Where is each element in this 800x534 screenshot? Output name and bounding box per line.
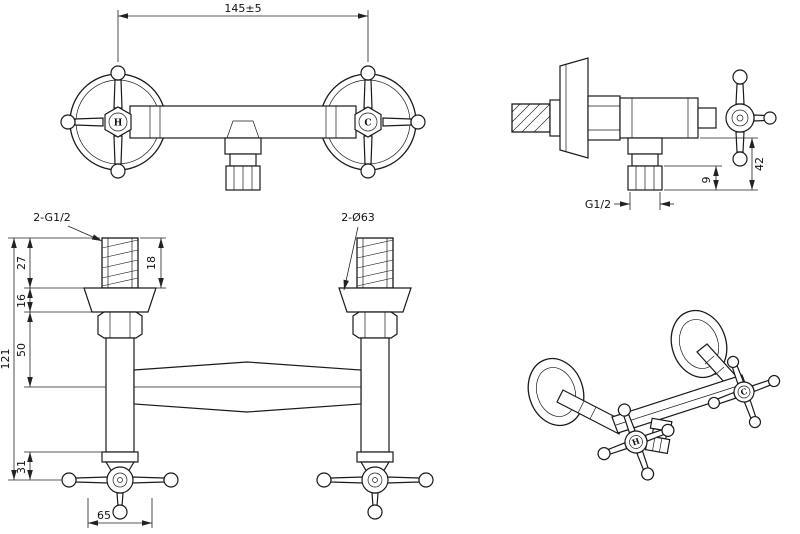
hot-letter-iso: H xyxy=(631,435,642,447)
dimension-42: 42 xyxy=(664,137,766,191)
hot-letter-front: H xyxy=(114,119,123,129)
plan-view: 2-G1/2 2-Ø63 18 27 16 50 121 31 65 xyxy=(0,211,434,528)
hot-handle-front: H xyxy=(60,65,132,179)
dimension-g12-outlet: G1/2 xyxy=(585,192,674,211)
dim-27: 27 xyxy=(15,256,28,270)
hex-nut-right-plan xyxy=(352,311,398,339)
dimension-span-145: 145±5 xyxy=(117,2,369,62)
dim-18: 18 xyxy=(145,256,158,270)
dim-65: 65 xyxy=(97,509,111,522)
cold-letter-iso: C xyxy=(739,386,748,398)
hex-nut-left-plan xyxy=(97,311,143,339)
mixer-body-front xyxy=(129,105,357,139)
side-view: 42 9 G1/2 xyxy=(511,57,777,211)
flange-right-plan xyxy=(338,287,412,313)
inlet-pipe-left xyxy=(101,237,139,289)
iso-hot-handle: H xyxy=(597,403,675,481)
label-g12-outlet: G1/2 xyxy=(585,198,611,211)
escutcheon-plate-side xyxy=(559,57,589,159)
iso-flange-right xyxy=(670,309,728,379)
handle-plan-left xyxy=(61,451,179,520)
dim-50: 50 xyxy=(15,343,28,357)
dim-42: 42 xyxy=(753,157,766,171)
label-2g12: 2-G1/2 xyxy=(33,211,71,224)
cold-handle-front: C xyxy=(354,65,426,179)
outlet-spout-side xyxy=(627,137,663,191)
flange-left-plan xyxy=(83,287,157,313)
valve-body-side xyxy=(587,95,717,141)
handle-plan-right xyxy=(316,451,434,520)
bridge-body-plan xyxy=(133,361,362,413)
dim-121: 121 xyxy=(0,349,12,370)
label-2d63: 2-Ø63 xyxy=(341,211,375,224)
body-tube-left-plan xyxy=(105,337,135,453)
isometric-view: H C xyxy=(527,309,781,481)
iso-cold-handle: C xyxy=(707,355,781,429)
cold-letter-front: C xyxy=(364,119,371,129)
dimension-9: 9 xyxy=(664,165,722,190)
dim-16: 16 xyxy=(15,294,28,308)
front-view: H C 145±5 xyxy=(60,2,426,191)
body-tube-right-plan xyxy=(360,337,390,453)
plan-dimensions: 2-G1/2 2-Ø63 18 27 16 50 121 31 65 xyxy=(0,211,375,528)
wall-nipple-side xyxy=(511,99,561,137)
dim-145: 145±5 xyxy=(224,2,261,15)
outlet-spout-front xyxy=(224,137,262,191)
handle-side xyxy=(725,69,777,167)
iso-flange-left xyxy=(527,357,585,427)
dim-31: 31 xyxy=(15,460,28,474)
dim-9: 9 xyxy=(700,177,713,184)
